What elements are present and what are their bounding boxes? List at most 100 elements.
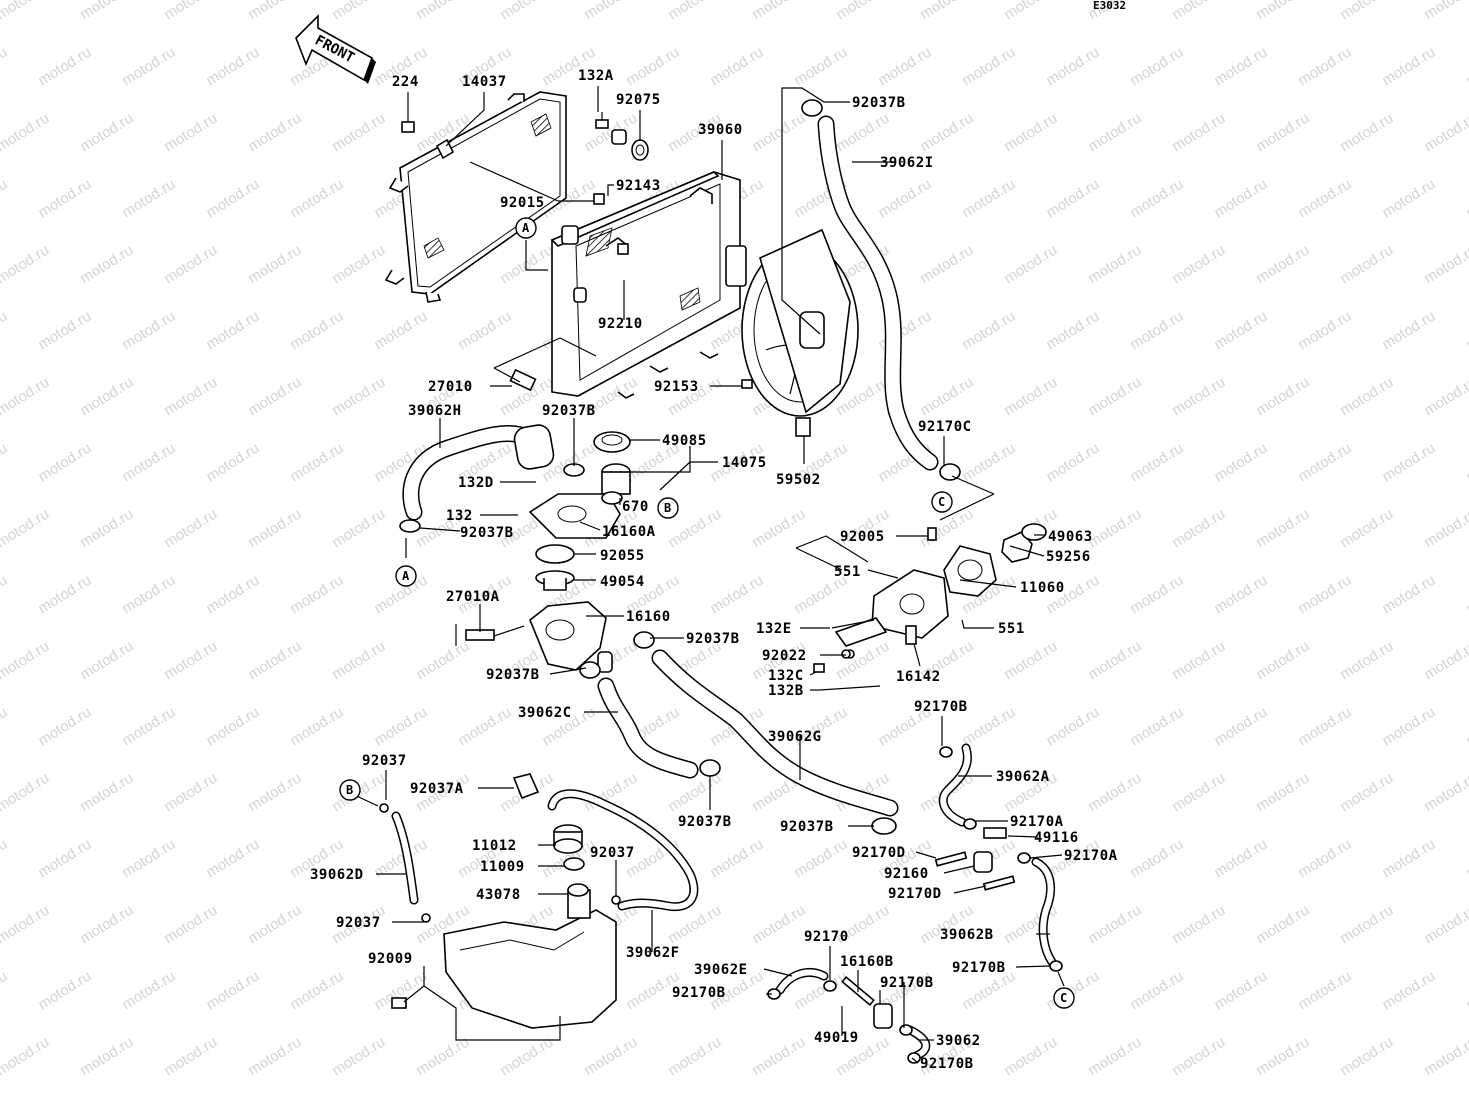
label-16142: 16142 bbox=[896, 669, 941, 685]
label-670: 670 bbox=[622, 499, 649, 515]
watermark-text: motod.ru bbox=[1085, 1034, 1144, 1080]
label-132C: 132C bbox=[768, 668, 804, 684]
watermark-text: motod.ru bbox=[1253, 0, 1312, 23]
label-49054: 49054 bbox=[600, 574, 645, 590]
watermark-text: motod.ru bbox=[119, 836, 178, 882]
watermark-text: motod.ru bbox=[35, 44, 94, 90]
watermark-text: motod.ru bbox=[77, 506, 136, 552]
watermark-text: motod.ru bbox=[1295, 968, 1354, 1014]
watermark-text: motod.ru bbox=[0, 1034, 52, 1080]
watermark-text: motod.ru bbox=[1169, 242, 1228, 288]
label-39062G: 39062G bbox=[768, 729, 822, 745]
watermark-text: motod.ru bbox=[245, 0, 304, 23]
label-551-b: 551 bbox=[998, 621, 1025, 637]
watermark-text: motod.ru bbox=[917, 110, 976, 156]
watermark-text: motod.ru bbox=[203, 440, 262, 486]
watermark-text: motod.ru bbox=[1253, 638, 1312, 684]
label-49085: 49085 bbox=[662, 433, 707, 449]
watermark-text: motod.ru bbox=[1001, 1034, 1060, 1080]
pump-cover-11060 bbox=[943, 545, 997, 597]
label-11060: 11060 bbox=[1020, 580, 1065, 596]
watermark-text: motod.ru bbox=[791, 44, 850, 90]
watermark-text: motod.ru bbox=[1337, 374, 1396, 420]
watermark-text: motod.ru bbox=[1295, 836, 1354, 882]
watermark-text: motod.ru bbox=[1169, 0, 1228, 23]
watermark-text: motod.ru bbox=[1211, 440, 1270, 486]
label-92170B-d: 92170B bbox=[920, 1056, 974, 1072]
watermark-text: motod.ru bbox=[287, 704, 346, 750]
label-92055: 92055 bbox=[600, 548, 645, 564]
label-92143: 92143 bbox=[616, 178, 661, 194]
watermark-text: motod.ru bbox=[0, 176, 10, 222]
watermark-text: motod.ru bbox=[203, 704, 262, 750]
watermark-text: motod.ru bbox=[413, 638, 472, 684]
watermark-text: motod.ru bbox=[875, 176, 934, 222]
label-132D: 132D bbox=[458, 475, 494, 491]
label-224: 224 bbox=[392, 74, 419, 90]
watermark-text: motod.ru bbox=[665, 1034, 724, 1080]
label-92170A-a: 92170A bbox=[1010, 814, 1064, 830]
thermostat-housing-16160 bbox=[529, 601, 613, 673]
watermark-text: motod.ru bbox=[959, 176, 1018, 222]
hose-39062C bbox=[579, 661, 721, 779]
watermark-text: motod.ru bbox=[1337, 242, 1396, 288]
watermark-text: motod.ru bbox=[1085, 110, 1144, 156]
watermark-text: motod.ru bbox=[287, 572, 346, 618]
watermark-text: motod.ru bbox=[1001, 0, 1060, 23]
watermark-text: motod.ru bbox=[0, 242, 52, 288]
watermark-text: motod.ru bbox=[1169, 638, 1228, 684]
watermark-text: motod.ru bbox=[203, 176, 262, 222]
watermark-text: motod.ru bbox=[0, 506, 52, 552]
watermark-text: motod.ru bbox=[1337, 638, 1396, 684]
callout-C-top: C bbox=[931, 491, 953, 513]
watermark-text: motod.ru bbox=[1337, 0, 1396, 23]
label-39062D: 39062D bbox=[310, 867, 364, 883]
watermark-text: motod.ru bbox=[1421, 0, 1469, 23]
watermark-text: motod.ru bbox=[1127, 44, 1186, 90]
temp-switch-27010 bbox=[509, 368, 537, 392]
watermark-text: motod.ru bbox=[1043, 704, 1102, 750]
label-92170B-a: 92170B bbox=[952, 960, 1006, 976]
hose-39062F bbox=[547, 789, 699, 912]
label-92022: 92022 bbox=[762, 648, 807, 664]
watermark-text: motod.ru bbox=[1421, 638, 1469, 684]
watermark-text: motod.ru bbox=[329, 242, 388, 288]
label-14075: 14075 bbox=[722, 455, 767, 471]
label-92210: 92210 bbox=[598, 316, 643, 332]
label-43078: 43078 bbox=[476, 887, 521, 903]
watermark-text: motod.ru bbox=[161, 110, 220, 156]
watermark-text: motod.ru bbox=[1211, 704, 1270, 750]
watermark-text: motod.ru bbox=[1211, 968, 1270, 1014]
label-92037B-c: 92037B bbox=[686, 631, 740, 647]
label-49063: 49063 bbox=[1048, 529, 1093, 545]
watermark-text: motod.ru bbox=[1463, 836, 1469, 882]
watermark-text: motod.ru bbox=[1295, 704, 1354, 750]
watermark-text: motod.ru bbox=[1295, 308, 1354, 354]
watermark-text: motod.ru bbox=[35, 440, 94, 486]
watermark-text: motod.ru bbox=[1421, 110, 1469, 156]
label-92170: 92170 bbox=[804, 929, 849, 945]
watermark-text: motod.ru bbox=[161, 1034, 220, 1080]
watermark-text: motod.ru bbox=[0, 572, 10, 618]
watermark-text: motod.ru bbox=[1001, 902, 1060, 948]
watermark-text: motod.ru bbox=[1379, 44, 1438, 90]
cap-43078 bbox=[567, 883, 589, 897]
watermark-text: motod.ru bbox=[707, 44, 766, 90]
watermark-text: motod.ru bbox=[329, 638, 388, 684]
watermark-text: motod.ru bbox=[1169, 374, 1228, 420]
hose-39062G bbox=[633, 631, 899, 835]
watermark-text: motod.ru bbox=[119, 176, 178, 222]
watermark-text: motod.ru bbox=[0, 0, 52, 23]
watermark-text: motod.ru bbox=[371, 308, 430, 354]
watermark-text: motod.ru bbox=[1421, 374, 1469, 420]
watermark-text: motod.ru bbox=[1169, 1034, 1228, 1080]
label-132: 132 bbox=[446, 508, 473, 524]
seal-49063 bbox=[1021, 523, 1047, 541]
watermark-text: motod.ru bbox=[161, 242, 220, 288]
svg-text:B: B bbox=[664, 501, 671, 515]
watermark-text: motod.ru bbox=[203, 572, 262, 618]
label-92037B-b: 92037B bbox=[460, 525, 514, 541]
radiator-screen bbox=[384, 91, 567, 303]
